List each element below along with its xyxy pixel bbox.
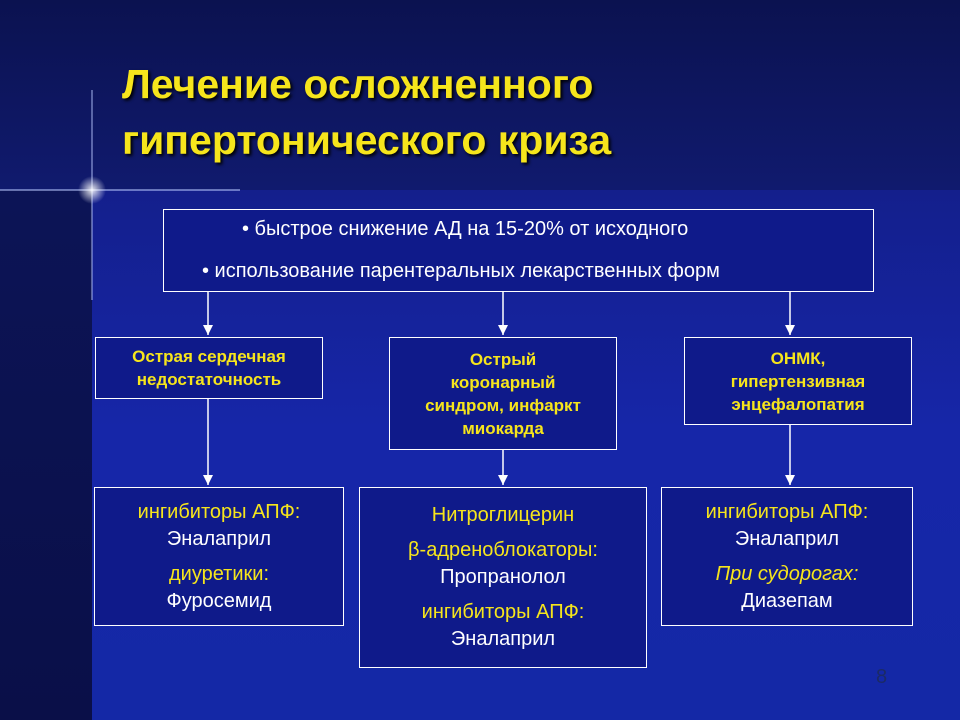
drug-class: При судорогах: bbox=[715, 562, 859, 585]
slide-title: Лечение осложненного гипертонического кр… bbox=[122, 56, 882, 168]
category-line: коронарный bbox=[450, 372, 556, 392]
page-number: 8 bbox=[876, 666, 888, 688]
drug-class: β-адреноблокаторы: bbox=[408, 539, 598, 561]
principles-box: • быстрое снижение АД на 15-20% от исход… bbox=[163, 209, 874, 292]
category-line: ОНМК, bbox=[770, 348, 826, 368]
drug-class: ингибиторы АПФ: bbox=[705, 500, 869, 523]
treatment-box-coronary-syndrome: Нитроглицерин β-адреноблокаторы: Пропран… bbox=[359, 487, 647, 668]
category-line: Острый bbox=[469, 349, 537, 369]
title-line-1: Лечение осложненного bbox=[122, 61, 594, 107]
drug-class: ингибиторы АПФ: bbox=[137, 500, 301, 523]
header-background bbox=[0, 0, 960, 190]
principle-item: • использование парентеральных лекарстве… bbox=[202, 260, 720, 282]
principle-item: • быстрое снижение АД на 15-20% от исход… bbox=[242, 218, 689, 240]
category-box-heart-failure: Острая сердечная недостаточность bbox=[95, 337, 323, 399]
category-line: энцефалопатия bbox=[731, 394, 865, 414]
drug-name: Эналаприл bbox=[734, 527, 840, 550]
category-box-coronary-syndrome: Острый коронарный синдром, инфаркт миока… bbox=[389, 337, 617, 450]
drug-name: Фуросемид bbox=[166, 589, 272, 612]
drug-name: Эналаприл bbox=[166, 527, 272, 550]
drug-class: ингибиторы АПФ: bbox=[421, 601, 585, 623]
category-box-stroke-encephalopathy: ОНМК, гипертензивная энцефалопатия bbox=[684, 337, 912, 425]
left-background-strip bbox=[0, 190, 92, 720]
title-line-2: гипертонического криза bbox=[122, 117, 612, 163]
category-line: недостаточность bbox=[136, 370, 282, 389]
category-line: синдром, инфаркт bbox=[425, 395, 581, 415]
treatment-box-stroke-encephalopathy: ингибиторы АПФ: Эналаприл При судорогах:… bbox=[661, 487, 913, 626]
drug-name: Пропранолол bbox=[440, 566, 566, 588]
drug-name: Диазепам bbox=[741, 589, 833, 612]
category-line: гипертензивная bbox=[730, 371, 866, 391]
category-line: Острая сердечная bbox=[132, 347, 286, 366]
drug-class: Нитроглицерин bbox=[431, 504, 575, 526]
drug-class: диуретики: bbox=[168, 562, 269, 585]
drug-name: Эналаприл bbox=[450, 628, 556, 650]
category-line: миокарда bbox=[462, 418, 544, 438]
treatment-box-heart-failure: ингибиторы АПФ: Эналаприл диуретики: Фур… bbox=[94, 487, 344, 626]
